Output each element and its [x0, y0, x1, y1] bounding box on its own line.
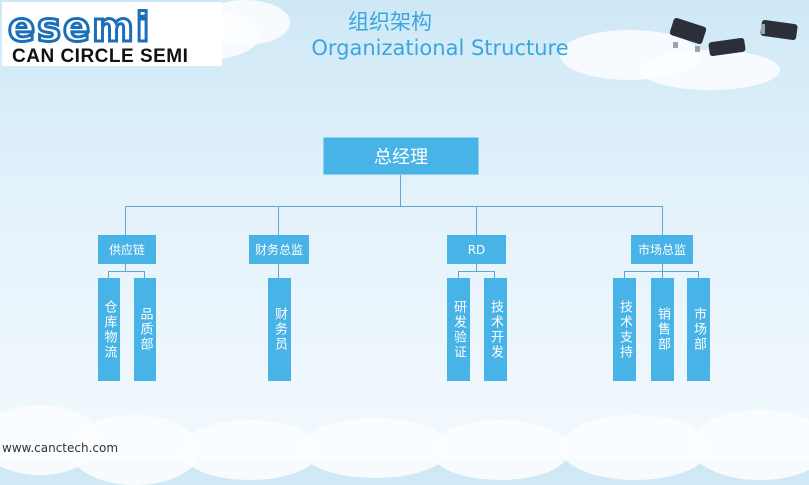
connector-line	[662, 206, 663, 235]
chip-icon	[669, 17, 707, 45]
connector-line	[476, 264, 477, 271]
connector-line	[494, 271, 495, 278]
chip-illustration	[665, 12, 805, 62]
company-logo: esemi CAN CIRCLE SEMI	[2, 2, 222, 67]
chip-pin	[695, 46, 700, 52]
chip-pin	[673, 42, 678, 48]
org-leaf-node: 销售部	[651, 278, 674, 381]
logo-tagline: CAN CIRCLE SEMI	[12, 46, 189, 67]
connector-line	[458, 271, 459, 278]
dept-node-marketing: 市场总监	[631, 235, 693, 264]
chip-pin	[761, 24, 765, 34]
connector-line	[476, 206, 477, 235]
chip-icon	[708, 37, 746, 57]
page-title-cn: 组织架构	[348, 10, 432, 34]
connector-line	[125, 206, 126, 235]
connector-line	[698, 271, 699, 278]
connector-line	[662, 271, 663, 278]
connector-line	[125, 206, 663, 207]
connector-line	[108, 271, 144, 272]
connector-line	[458, 271, 495, 272]
cloud-decoration	[430, 420, 570, 480]
logo-mark: esemi	[6, 5, 152, 51]
cloud-decoration	[300, 418, 450, 478]
org-leaf-node: 财务员	[268, 278, 291, 381]
connector-line	[662, 264, 663, 271]
org-leaf-node: 市场部	[687, 278, 710, 381]
dept-node-rd: RD	[447, 235, 506, 264]
connector-line	[144, 271, 145, 278]
connector-line	[125, 264, 126, 271]
connector-line	[278, 206, 279, 235]
connector-line	[400, 175, 401, 206]
cloud-decoration	[640, 50, 780, 90]
org-leaf-node: 技术开发	[484, 278, 507, 381]
connector-line	[624, 271, 625, 278]
page-title-en: Organizational Structure	[311, 36, 569, 60]
footer-url[interactable]: www.canctech.com	[2, 441, 119, 455]
dept-node-finance: 财务总监	[249, 235, 309, 264]
cloud-decoration	[690, 410, 809, 480]
cloud-decoration	[560, 415, 710, 480]
cloud-decoration	[180, 420, 320, 480]
org-leaf-node: 品质部	[134, 278, 156, 381]
org-leaf-node: 研发验证	[447, 278, 470, 381]
org-root-node: 总经理	[323, 137, 479, 175]
org-leaf-node: 仓库物流	[98, 278, 120, 381]
connector-line	[278, 264, 279, 278]
connector-line	[108, 271, 109, 278]
org-leaf-node: 技术支持	[613, 278, 636, 381]
connector-line	[624, 271, 699, 272]
dept-node-supply-chain: 供应链	[98, 235, 156, 264]
chip-icon	[760, 19, 798, 41]
